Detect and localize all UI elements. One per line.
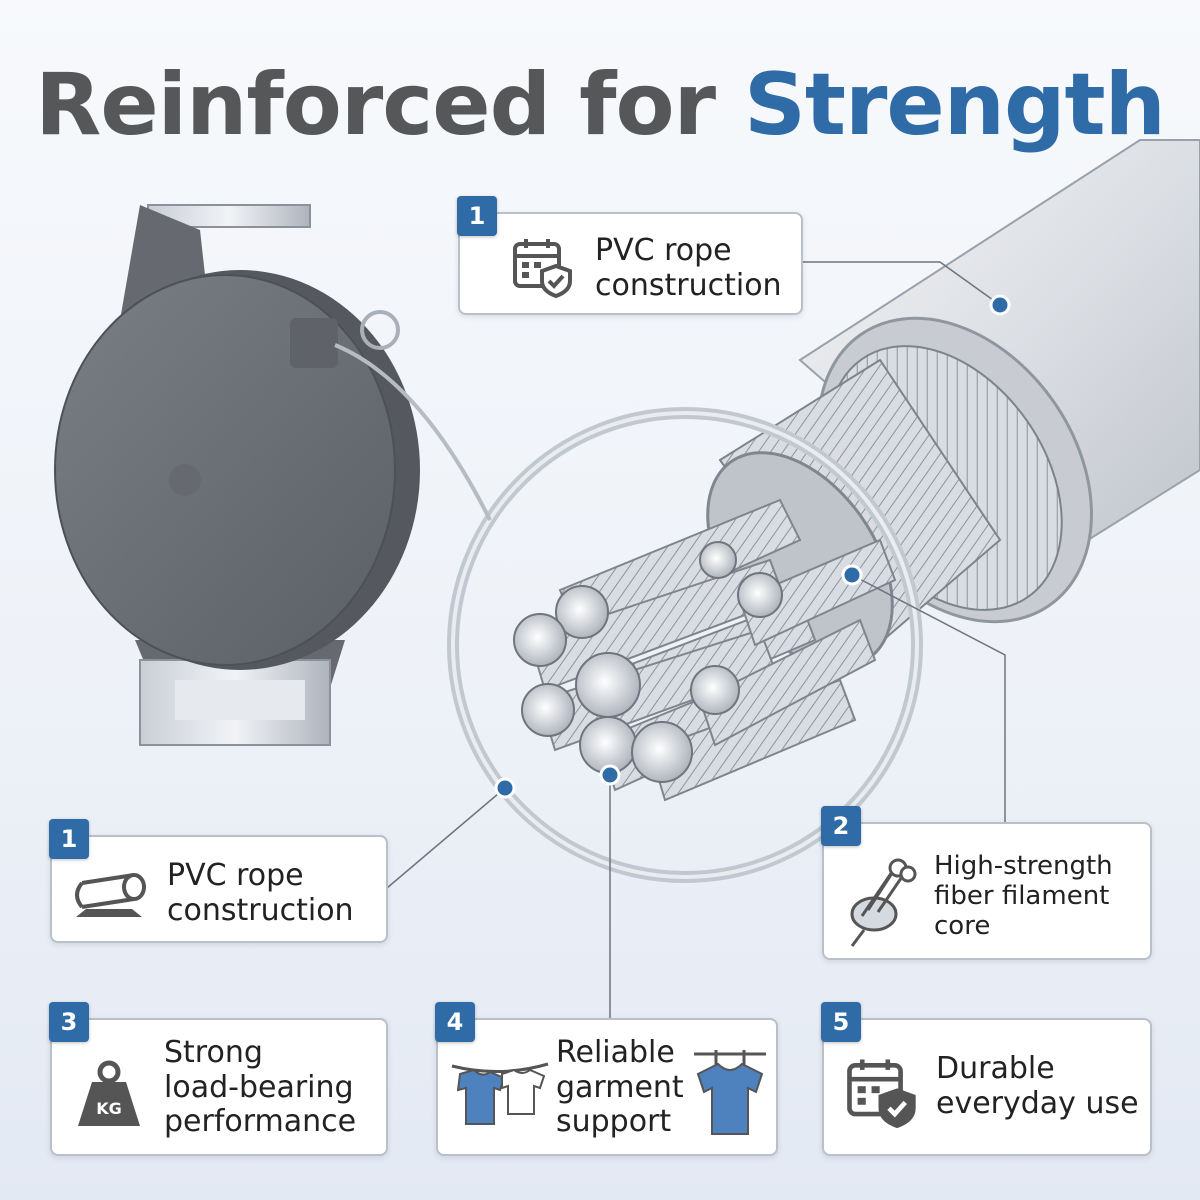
callout-label: PVC rope construction (167, 858, 354, 928)
rope-roll-icon (72, 869, 152, 926)
callout-line-2: garment (556, 1069, 684, 1105)
callout-load-bearing: 3 KG Strong load-bearing performance (49, 1002, 388, 1156)
callout-number-badge: 3 (49, 1002, 89, 1042)
fiber-strand-icon (838, 850, 922, 955)
retractable-reel (54, 204, 492, 746)
callout-number-badge: 2 (821, 806, 861, 846)
callout-line-1: High-strength (934, 851, 1113, 881)
callout-label: Durable everyday use (936, 1051, 1139, 1121)
leader-dots (494, 294, 1011, 799)
callout-pvc-rope-top: 1 PVC rope construction (457, 196, 803, 315)
clothesline-shirts-icon (450, 1054, 550, 1139)
headline-part-1: Reinforced for (35, 55, 744, 155)
callout-line-1: PVC rope (595, 233, 732, 268)
callout-number-badge: 5 (821, 1002, 861, 1042)
callout-garment-support: 4 Reliable garment support (435, 1002, 778, 1156)
leader-lines (386, 261, 1006, 1018)
callout-label: Strong load-bearing performance (164, 1035, 357, 1140)
tshirt-icon (694, 1050, 766, 1141)
calendar-shield-icon (846, 1056, 918, 1133)
callout-line-1: Reliable (556, 1035, 675, 1070)
callout-label: High-strength fiber filament core (934, 851, 1113, 942)
callout-line-1: Durable (936, 1051, 1055, 1086)
callout-label: Reliable garment support (556, 1035, 684, 1140)
callout-line-1: PVC rope (167, 858, 304, 893)
callout-line-3: performance (164, 1104, 357, 1139)
calendar-shield-icon (512, 236, 574, 303)
callout-line-3: support (556, 1104, 672, 1139)
strand-ends (513, 541, 783, 783)
callout-line-2: construction (167, 892, 354, 928)
callout-line-2: construction (595, 267, 782, 303)
callout-line-2: load-bearing (164, 1069, 354, 1105)
weight-kg-icon: KG (74, 1060, 144, 1135)
callout-number-badge: 1 (49, 819, 89, 859)
callout-fiber-core: 2 High-strength fiber filament core (821, 806, 1152, 960)
callout-line-2: everyday use (936, 1085, 1139, 1121)
callout-line-1: Strong (164, 1035, 263, 1070)
headline: Reinforced for Strength (0, 62, 1200, 148)
callout-durable-use: 5 Durable everyday use (821, 1002, 1152, 1156)
callout-pvc-rope-left: 1 PVC rope construction (49, 819, 388, 943)
callout-number-badge: 1 (457, 196, 497, 236)
callout-line-2: fiber filament (934, 880, 1110, 911)
callout-number-badge: 4 (435, 1002, 475, 1042)
callout-line-3: core (934, 910, 991, 941)
callout-label: PVC rope construction (595, 233, 782, 303)
headline-part-2: Strength (743, 55, 1166, 155)
weight-label: KG (96, 1099, 122, 1118)
